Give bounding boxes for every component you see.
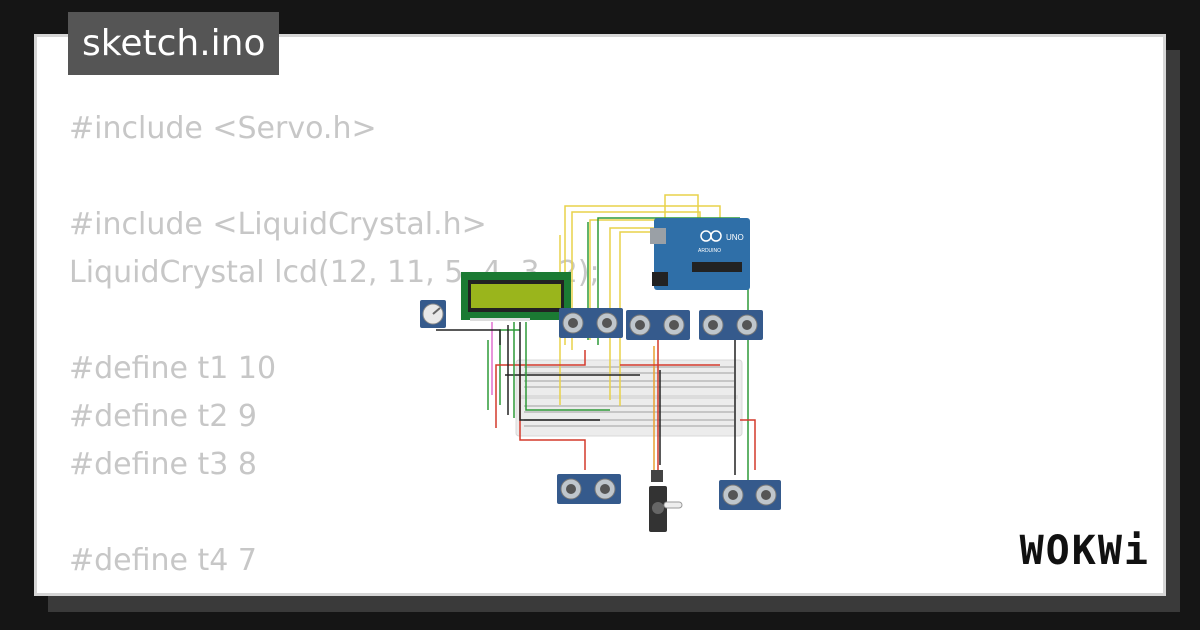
code-line: #define t4 7 <box>69 543 258 578</box>
code-line: #define t3 8 <box>69 447 258 482</box>
board-maker: ARDUINO <box>698 248 721 254</box>
file-tab[interactable]: sketch.ino <box>68 12 280 75</box>
ultrasonic-sensor[interactable] <box>626 310 690 340</box>
code-line: #include <Servo.h> <box>69 111 377 146</box>
ultrasonic-sensor[interactable] <box>719 480 781 510</box>
board-label: UNO <box>726 233 744 242</box>
preview-card: #include <Servo.h> #include <LiquidCrysta… <box>34 34 1166 596</box>
code-line: #define t2 9 <box>69 399 258 434</box>
brand-logo: WOKWi <box>1019 528 1150 574</box>
code-line: #include <LiquidCrystal.h> <box>69 207 487 242</box>
ultrasonic-sensor[interactable] <box>559 308 623 338</box>
lcd-display[interactable] <box>461 272 571 321</box>
potentiometer[interactable] <box>420 300 446 328</box>
arduino-uno-board[interactable]: UNO ARDUINO <box>650 218 750 290</box>
code-editor: #include <Servo.h> #include <LiquidCrysta… <box>69 105 600 593</box>
circuit-diagram: UNO ARDUINO <box>420 194 781 532</box>
breadboard[interactable] <box>515 359 743 437</box>
code-line: #define t1 10 <box>69 351 277 386</box>
code-line: #define t5 6 <box>69 585 600 593</box>
servo-motor[interactable] <box>649 470 683 532</box>
ultrasonic-sensor[interactable] <box>699 310 763 340</box>
ultrasonic-sensor[interactable] <box>557 474 621 504</box>
